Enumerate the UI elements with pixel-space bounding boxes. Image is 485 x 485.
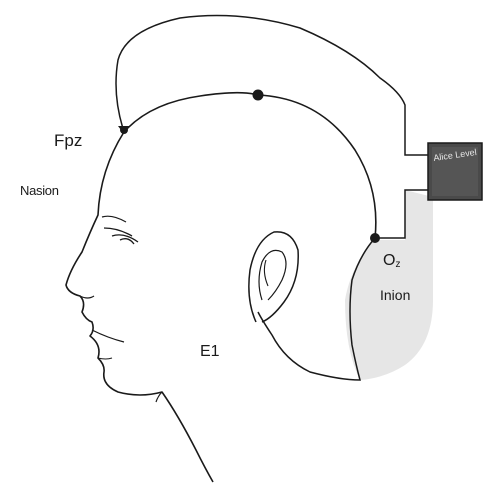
label-oz-main: O — [383, 252, 395, 269]
scalp-arc — [124, 93, 376, 238]
head-profile-outline — [66, 132, 213, 482]
label-e1: E1 — [200, 343, 220, 361]
chin-crease — [98, 358, 112, 359]
label-fpz: Fpz — [54, 131, 82, 151]
label-oz: Oz — [383, 252, 400, 270]
ear — [249, 232, 298, 322]
electrode-fpz-marker — [118, 126, 130, 134]
eye — [104, 228, 138, 244]
label-oz-subscript: z — [395, 259, 400, 270]
mouth — [92, 330, 124, 342]
upper-wire — [116, 16, 430, 155]
electrode-oz — [370, 233, 380, 243]
electrode-cz — [253, 90, 264, 101]
ear-lobe-detail — [264, 260, 268, 286]
eyebrow — [102, 216, 126, 222]
label-nasion: Nasion — [20, 183, 59, 198]
label-inion: Inion — [380, 287, 410, 303]
ear-inner — [259, 250, 286, 300]
shaded-region — [345, 190, 433, 380]
